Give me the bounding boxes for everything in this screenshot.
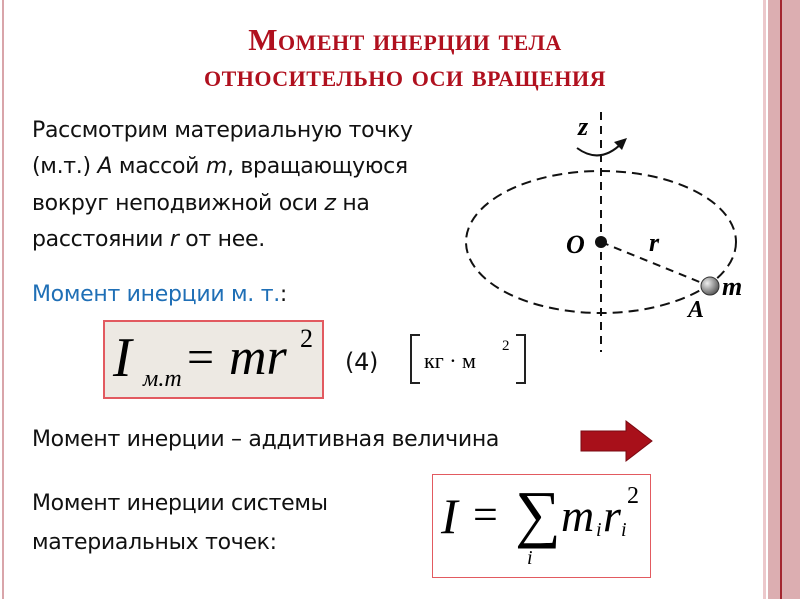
intro-line2: (м.т.) A массой m, вращающуюся xyxy=(32,154,408,179)
text: массой xyxy=(112,154,206,179)
slide-border-right xyxy=(763,0,766,599)
definition-label: Момент инерции м. т.: xyxy=(32,282,287,307)
system-line1: Момент инерции системы xyxy=(32,491,328,516)
equation-number: (4) xyxy=(345,348,379,376)
text: , вращающуюся xyxy=(226,154,408,179)
center-point xyxy=(595,236,607,248)
orbit-ellipse xyxy=(465,170,737,314)
text: на xyxy=(335,191,370,216)
radius-symbol: r xyxy=(603,490,621,541)
sum-index: i xyxy=(527,547,533,569)
system-line2: материальных точек: xyxy=(32,530,277,555)
mass-symbol: m xyxy=(205,154,227,179)
axis-symbol: z xyxy=(324,191,336,216)
units-exponent: 2 xyxy=(502,338,510,354)
units-bracket: кг · м 2 xyxy=(410,334,526,384)
axis-label-z: z xyxy=(578,112,589,141)
rotation-arrowhead xyxy=(614,138,627,150)
text: от нее. xyxy=(178,227,265,252)
radius-index: i xyxy=(621,519,627,541)
slide-title-line1: Момент инерции тела xyxy=(248,22,562,57)
sum-sign: ∑ xyxy=(515,478,561,549)
point-label-a: A xyxy=(688,297,705,323)
slide-border-right-line xyxy=(780,0,782,599)
intro-line4: расстоянии r от нее. xyxy=(32,227,265,252)
formula-system-box: I = ∑ i m i r i 2 xyxy=(432,474,651,578)
rotation-arrow-icon xyxy=(576,142,623,157)
moment-subscript: м.т xyxy=(143,366,182,392)
additive-text: Момент инерции – аддитивная величина xyxy=(32,427,500,452)
slide-border-right-band xyxy=(768,0,800,599)
right-arrow-icon xyxy=(580,419,653,463)
exponent: 2 xyxy=(300,324,313,353)
moment-symbol: I xyxy=(441,488,458,544)
text: вокруг неподвижной оси xyxy=(32,191,325,216)
radius-symbol: r xyxy=(169,227,179,252)
moment-symbol: I xyxy=(113,327,132,389)
text: расстоянии xyxy=(32,227,170,252)
intro-line3: вокруг неподвижной оси z на xyxy=(32,191,370,216)
radius-label-r: r xyxy=(649,228,660,257)
formula-rhs: mr xyxy=(229,329,287,386)
equals-sign: = xyxy=(187,331,215,384)
mass-label-m: m xyxy=(722,272,743,301)
equals-sign: = xyxy=(473,490,498,539)
colon: : xyxy=(279,282,288,307)
exponent: 2 xyxy=(627,483,639,509)
formula-point-box: I м.т = mr 2 xyxy=(103,320,324,399)
mass-index: i xyxy=(596,519,602,541)
slide-title-line2: относительно оси вращения xyxy=(203,58,606,93)
intro-line1: Рассмотрим материальную точку xyxy=(32,118,413,143)
text: (м.т.) xyxy=(32,154,98,179)
slide-border-left xyxy=(2,0,4,599)
center-label-o: O xyxy=(566,230,585,259)
definition-text: Момент инерции м. т. xyxy=(32,282,280,307)
mass-point-ball xyxy=(700,276,720,296)
point-label: A xyxy=(97,154,113,179)
units-text: кг · м xyxy=(424,348,476,373)
mass-symbol: m xyxy=(561,490,595,541)
